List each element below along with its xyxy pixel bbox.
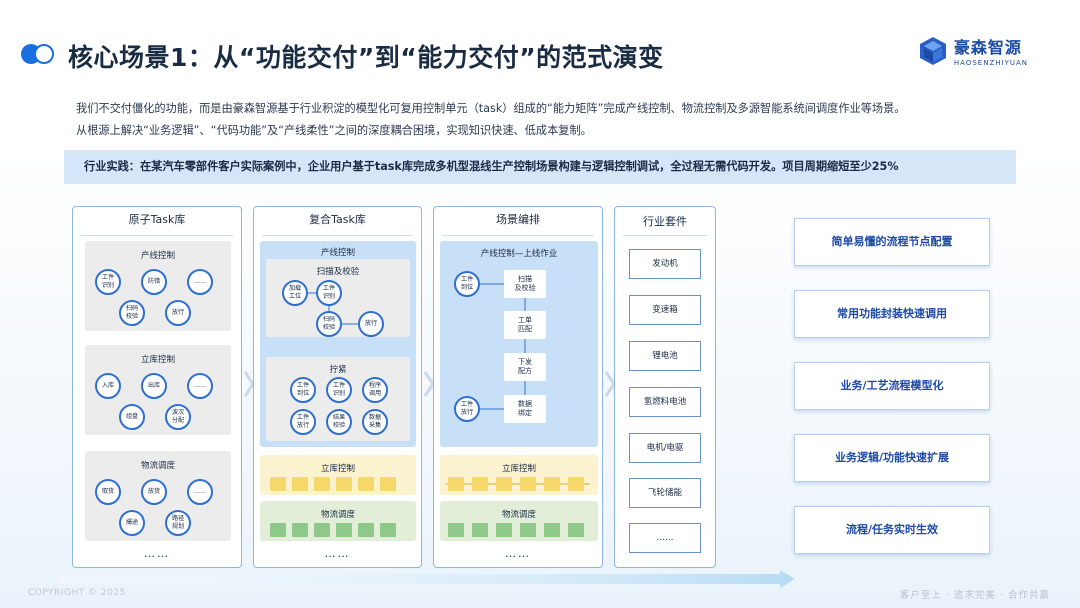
suite-item[interactable]: 氢燃料电池 [629,387,701,417]
connector-lines [308,292,358,325]
task-node[interactable]: 组盘 [119,404,145,430]
group-title: 产线控制 [140,251,175,261]
task-node[interactable]: …… [187,269,213,295]
task-node[interactable]: 数据采集 [362,409,388,435]
group-title: 物流调度 [140,461,175,471]
task-node[interactable]: 工件识别 [95,269,121,295]
column-composite-task-library: 复合Task库 产线控制 扫描及校验 加载工位 工件识别 扫码校验 放行 拧紧 … [253,206,422,568]
column-title: 原子Task库 [128,213,186,226]
suite-item[interactable]: 飞轮储能 [629,478,701,508]
task-node[interactable]: 路径规划 [165,510,191,536]
flow-step[interactable]: 下发配方 [504,353,546,381]
suite-item[interactable]: 锂电池 [629,341,701,371]
flow-node-start[interactable]: 工件到位 [454,271,480,297]
panel-title: 产线控制—上线作业 [480,249,558,259]
industry-practice-banner: 行业实践：在某汽车零部件客户实际案例中，企业用户基于task库完成多机型混线生产… [64,150,1016,184]
intro-text: 我们不交付僵化的功能，而是由豪森智源基于行业积淀的模型化可复用控制单元（task… [76,98,1066,142]
flow-step[interactable]: 数据绑定 [504,395,546,423]
task-node[interactable]: 工件放行 [290,409,316,435]
task-node[interactable]: …… [187,479,213,505]
bar-title: 物流调度 [320,510,355,520]
task-node[interactable]: 放货 [141,479,167,505]
flow-node-end[interactable]: 工件放行 [454,396,480,422]
bar-logistics-dispatch: 物流调度 [440,501,598,541]
slogan: 客户至上 · 追求完美 · 合作共赢 [899,590,1050,601]
feature-card: 常用功能封装快速调用 [794,290,990,338]
brand-name-en: HAOSENZHIYUAN [953,59,1028,67]
task-node[interactable]: 工件识别 [326,377,352,403]
sub-title: 拧紧 [329,365,347,375]
suite-item[interactable]: 发动机 [629,249,701,279]
task-node[interactable]: 工件到位 [290,377,316,403]
bar-logistics-dispatch: 物流调度 [260,501,416,541]
task-node[interactable]: 扫码校验 [316,311,342,337]
more-indicator: …… [324,547,351,560]
divider [81,235,233,236]
task-node[interactable]: 撮途 [119,510,145,536]
brand-cube-icon [919,36,946,65]
task-node[interactable]: 扫码校验 [119,300,145,326]
task-node[interactable]: 防错 [141,269,167,295]
column-title: 复合Task库 [309,213,366,226]
bar-title: 立库控制 [501,464,536,474]
task-node[interactable]: 波次分配 [165,404,191,430]
panel-online-operation: 产线控制—上线作业 工件到位 工件放行 扫描及校验 工单匹配 下发配方 数据绑定 [440,241,598,447]
sub-title: 扫描及校验 [316,267,360,277]
task-node[interactable]: 入库 [95,373,121,399]
task-node[interactable]: 程序调用 [362,377,388,403]
sub-scan-verify: 扫描及校验 加载工位 工件识别 扫码校验 放行 [266,259,410,337]
title-decoration-icon [21,44,55,64]
bar-title: 立库控制 [320,464,355,474]
flow-connectors [480,283,526,410]
task-node[interactable]: 加载工位 [282,280,308,306]
column-title: 场景编排 [496,213,540,226]
panel-line-control: 产线控制 扫描及校验 加载工位 工件识别 扫码校验 放行 拧紧 工件到位 工件识… [260,241,416,447]
column-title: 行业套件 [643,215,687,228]
group-logistics-dispatch: 物流调度 取货 放货 …… 撮途 路径规划 [85,451,231,541]
more-indicator: …… [144,547,170,560]
intro-line-1: 我们不交付僵化的功能，而是由豪森智源基于行业积淀的模型化可复用控制单元（task… [76,102,906,115]
feature-card: 业务逻辑/功能快速扩展 [794,434,990,482]
column-industry-suite: 行业套件 发动机 变速箱 锂电池 氢燃料电池 电机/电驱 飞轮储能 …… [614,206,716,568]
sub-tighten: 拧紧 工件到位 工件识别 程序调用 工件放行 结果校验 数据采集 [266,357,410,441]
task-node[interactable]: 放行 [358,311,384,337]
brand-logo: 豪森智源 HAOSENZHIYUAN [918,34,1028,67]
task-node[interactable]: 工件识别 [316,280,342,306]
suite-item[interactable]: 电机/电驱 [629,433,701,463]
bar-title: 物流调度 [501,510,536,520]
task-node[interactable]: 出库 [141,373,167,399]
more-indicator: …… [505,547,531,560]
feature-card: 业务/工艺流程模型化 [794,362,990,410]
suite-item[interactable]: …… [629,523,701,553]
task-node[interactable]: 放行 [165,300,191,326]
divider [442,235,594,236]
panel-title: 产线控制 [320,248,355,258]
feature-card: 流程/任务实时生效 [794,506,990,554]
task-node[interactable]: 结果校验 [326,409,352,435]
group-title: 立库控制 [140,355,175,365]
flow-step[interactable]: 工单匹配 [504,311,546,339]
group-warehouse-control: 立库控制 入库 出库 …… 组盘 波次分配 [85,345,231,435]
bar-warehouse-control: 立库控制 [260,455,416,495]
flow-step[interactable]: 扫描及校验 [504,270,546,298]
column-atomic-task-library: 原子Task库 产线控制 工件识别 防错 …… 扫码校验 放行 立库控制 入库 … [72,206,242,568]
bar-warehouse-control: 立库控制 [440,455,598,495]
group-line-control: 产线控制 工件识别 防错 …… 扫码校验 放行 [85,241,231,331]
suite-item[interactable]: 变速箱 [629,295,701,325]
copyright: COPYRIGHT © 2025 [28,588,126,598]
divider [623,235,707,236]
task-node[interactable]: 取货 [95,479,121,505]
intro-line-2: 从根源上解决“业务逻辑”、“代码功能”及“产线柔性”之间的深度耦合困境，实现知识… [76,124,592,137]
task-node[interactable]: …… [187,373,213,399]
brand-name: 豪森智源 [953,38,1022,57]
flow-arrow-icon [60,570,795,588]
page-title: 核心场景1：从“功能交付”到“能力交付”的范式演变 [68,43,664,72]
divider [262,235,413,236]
feature-card: 简单易懂的流程节点配置 [794,218,990,266]
column-scene-orchestration: 场景编排 产线控制—上线作业 工件到位 工件放行 扫描及校验 工单匹配 下发配方… [433,206,603,568]
